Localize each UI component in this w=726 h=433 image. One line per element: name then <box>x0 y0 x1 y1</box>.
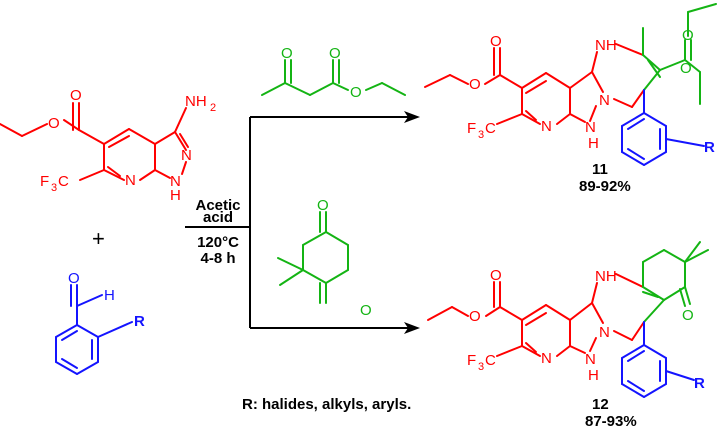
product-11-number: 11 <box>592 161 608 178</box>
nh2-label: NH <box>185 93 207 110</box>
product-12-nh-top: NH <box>595 268 617 285</box>
product-12-n-pyridine: N <box>541 350 552 367</box>
dimedone-top-o-label: O <box>317 197 329 214</box>
product-11-nh-top: NH <box>595 37 617 54</box>
cf3-c-label: C <box>58 173 69 190</box>
conditions: Acetic acid 120°C 4-8 h <box>195 197 240 267</box>
carbonyl-o-label: O <box>70 87 82 104</box>
pyrazole-nh-h-label: H <box>170 187 181 204</box>
product-12-r: R <box>694 375 705 392</box>
aldehyde-h-label: H <box>104 287 115 304</box>
cf3-subscript: 3 <box>51 182 57 194</box>
product-12-n-bottom: N <box>585 351 596 368</box>
arrow-head-bottom <box>404 322 420 334</box>
product-12-cf3-sub: 3 <box>478 361 484 373</box>
product-12-h-bottom: H <box>588 367 599 384</box>
product-12-number: 12 <box>592 396 609 413</box>
product-11-n-center: N <box>599 92 610 109</box>
product-12-n-center: N <box>599 324 610 341</box>
reagent-ethyl-acetoacetate <box>261 59 406 96</box>
dimedone-bottom-o-label: O <box>360 302 372 319</box>
conditions-line-4: 4-8 h <box>200 250 235 267</box>
nh2-subscript: 2 <box>210 102 216 114</box>
product-11-cf3-sub: 3 <box>478 129 484 141</box>
product-11-labels: NH N N H N F 3 C O O O O R 11 89-92% <box>467 27 715 195</box>
ester-o-label: O <box>350 84 362 101</box>
product-11-left-ester-o: O <box>469 76 481 93</box>
conditions-line-2: acid <box>203 209 233 226</box>
product-12-cf3-f: F <box>467 352 476 369</box>
product-12-labels: NH N N H N F 3 C O O O R 12 87-93% <box>467 267 705 430</box>
product-11-n-pyridine: N <box>541 118 552 135</box>
product-11-aryl <box>621 89 705 166</box>
reactant-aldehyde <box>55 284 133 375</box>
product-12-core <box>427 273 645 357</box>
product-12-aryl <box>621 321 695 398</box>
reactant-pyrazolopyridine <box>0 102 189 181</box>
product-11-r: R <box>704 139 715 156</box>
pyrazole-nh-n-label: N <box>170 173 181 190</box>
conditions-line-3: 120°C <box>197 234 239 251</box>
ketone-o-label: O <box>281 45 293 62</box>
conditions-line-1: Acetic <box>195 197 240 214</box>
product-11-right-ester-o: O <box>682 27 694 44</box>
product-12-green <box>642 241 709 323</box>
aldehyde-r-label: R <box>134 313 145 330</box>
reactant-pyrazolopyridine-labels: NH 2 N N H N F 3 C O O <box>40 87 216 204</box>
product-12-cf3-c: C <box>485 352 496 369</box>
product-11-right-carbonyl-o: O <box>680 60 692 77</box>
cf3-f-label: F <box>40 173 49 190</box>
reagent-dimedone-labels: O O <box>317 197 372 319</box>
reactant-aldehyde-labels: O H R <box>68 270 145 330</box>
product-12-carbonyl-o: O <box>490 267 502 284</box>
reagent-dimedone <box>277 211 349 304</box>
product-12-yield: 87-93% <box>585 413 637 430</box>
product-11-left-carbonyl-o: O <box>490 33 502 50</box>
product-11-h-bottom: H <box>588 135 599 152</box>
product-12-ketone-o: O <box>682 307 694 324</box>
reagent-ethyl-acetoacetate-labels: O O O <box>281 45 362 101</box>
product-11-core <box>424 43 645 125</box>
pyrazole-n-label: N <box>181 147 192 164</box>
product-11-n-bottom: N <box>585 119 596 136</box>
ester-o-label: O <box>48 115 60 132</box>
product-11-yield: 89-92% <box>579 178 631 195</box>
product-12-ester-o: O <box>469 308 481 325</box>
r-definition: R: halides, alkyls, aryls. <box>242 396 411 413</box>
plus-sign: + <box>92 226 105 251</box>
aldehyde-o-label: O <box>68 270 80 287</box>
product-11-green <box>642 3 717 105</box>
product-11-cf3-c: C <box>485 120 496 137</box>
pyridine-n-label: N <box>125 172 136 189</box>
arrow-head-top <box>404 111 420 123</box>
product-11-cf3-f: F <box>467 120 476 137</box>
ester-carbonyl-o-label: O <box>329 45 341 62</box>
reaction-arrows <box>185 116 408 329</box>
